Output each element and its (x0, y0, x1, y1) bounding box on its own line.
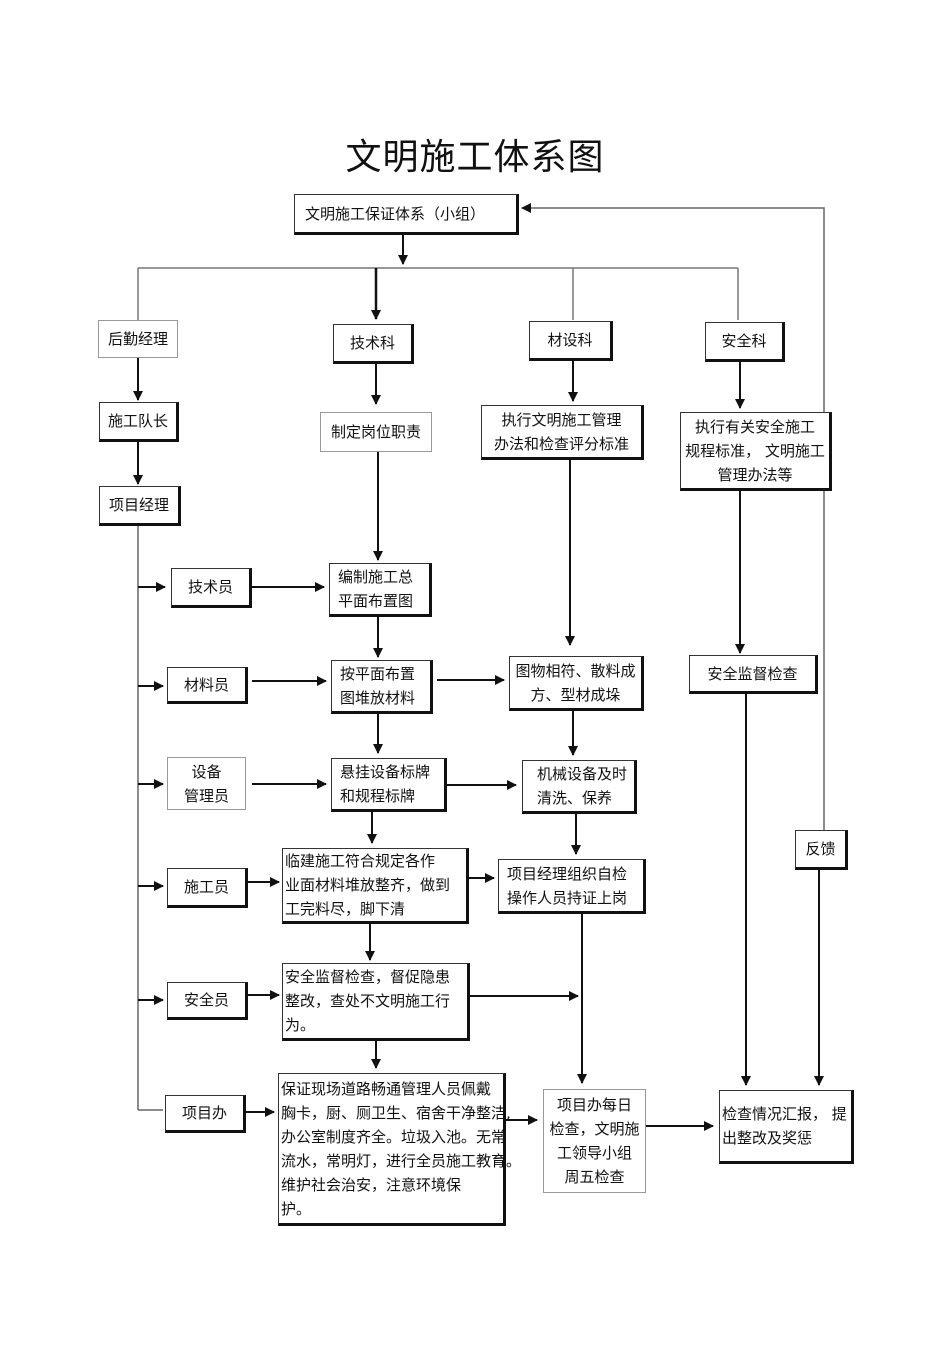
temporary-works-box: 临建施工符合规定各作业面材料堆放整齐，做到工完料尽，脚下清 (282, 848, 469, 924)
job-duties-box: 制定岗位职责 (320, 412, 432, 452)
box-text-line: 按平面布置 (340, 665, 416, 683)
box-text-line: 检查，文明施 (549, 1120, 640, 1138)
box-text-line: 工完料尽，脚下清 (285, 900, 406, 918)
box-text-line: 项目办 (181, 1104, 227, 1122)
logistics-manager-box: 后勤经理 (98, 320, 178, 358)
box-text-line: 规程标准， 文明施工 (685, 441, 825, 460)
box-text-line: 维护社会治安，注意环境保 (281, 1175, 462, 1194)
diagram-title: 文明施工体系图 (345, 137, 605, 178)
box-text-line: 图物相符、散料成 (515, 661, 636, 680)
box-text-line: 为。 (285, 1016, 316, 1034)
box-text-line: 材料员 (183, 675, 229, 694)
technician-box: 技术员 (171, 568, 252, 608)
box-text-line: 出整改及奖惩 (722, 1129, 813, 1147)
box-text-line: 图堆放材料 (340, 689, 416, 707)
hang-signs-box: 悬挂设备标牌和规程标牌 (331, 758, 447, 812)
box-text-line: 施工队长 (107, 412, 168, 430)
box-text-line: 周五检查 (564, 1168, 625, 1186)
box-text-line: 办法和检查评分标准 (493, 434, 629, 453)
box-text-line: 安全监督检查，督促隐患 (285, 968, 451, 986)
stack-materials-box: 按平面布置图堆放材料 (331, 660, 433, 714)
box-text-line: 材设科 (547, 331, 593, 349)
box-text-line: 管理员 (183, 786, 229, 805)
box-text-line: 文明施工保证体系（小组） (305, 204, 486, 223)
box-text-line: 方、型材成垛 (530, 685, 621, 704)
box-text-line: 设备 (191, 762, 222, 781)
safety-supervision-box: 安全监督检查，督促隐患整改，查处不文明施工行为。 (282, 963, 470, 1041)
box-text-line: 技术员 (187, 578, 233, 596)
box-text-line: 机械设备及时 (537, 765, 628, 783)
feedback-box: 反馈 (795, 830, 848, 870)
box-text-line: 安全员 (183, 991, 229, 1009)
box-text-line: 项目经理 (108, 496, 169, 514)
safety-inspection-box: 安全监督检查 (689, 655, 818, 694)
project-manager-box: 项目经理 (99, 486, 181, 526)
box-text-line: 执行文明施工管理 (501, 410, 622, 429)
material-clerk-box: 材料员 (167, 667, 248, 704)
inspection-report-box: 检查情况汇报， 提出整改及奖惩 (719, 1090, 854, 1164)
box-text-line: 项目经理组织自检 (507, 864, 628, 883)
materials-match-box: 图物相符、散料成方、型材成垛 (509, 656, 644, 711)
box-text-line: 施工员 (183, 878, 229, 896)
box-text-line: 后勤经理 (107, 330, 168, 348)
box-text-line: 业面材料堆放整齐，做到 (285, 876, 451, 894)
box-text-line: 整改，查处不文明施工行 (285, 992, 451, 1010)
safety-dept-box: 安全科 (705, 322, 785, 362)
material-dept-box: 材设科 (529, 321, 613, 361)
box-text-line: 项目办每日 (556, 1096, 632, 1114)
box-text-line: 和规程标牌 (340, 787, 416, 805)
guarantee-system-box: 文明施工保证体系（小组） (294, 194, 519, 235)
box-text-line: 临建施工符合规定各作 (285, 852, 436, 870)
construction-worker-box: 施工员 (167, 868, 248, 908)
execute-management-box: 执行文明施工管理办法和检查评分标准 (481, 405, 644, 460)
daily-inspection-box: 项目办每日检查，文明施工领导小组周五检查 (543, 1089, 646, 1193)
equipment-cleaning-box: 机械设备及时清洗、保养 (522, 760, 637, 814)
equipment-manager-box: 设备管理员 (167, 757, 246, 810)
tech-dept-box: 技术科 (333, 324, 414, 364)
box-text-line: 检查情况汇报， 提 (722, 1105, 847, 1123)
box-text-line: 清洗、保养 (537, 789, 613, 807)
team-leader-box: 施工队长 (99, 402, 179, 442)
site-layout-plan-box: 编制施工总平面布置图 (329, 563, 432, 617)
safety-regulations-box: 执行有关安全施工规程标准， 文明施工管理办法等 (680, 412, 832, 491)
box-text-line: 办公室制度齐全。垃圾入池。无常 (281, 1127, 507, 1146)
box-text-line: 执行有关安全施工 (694, 417, 815, 436)
self-inspection-box: 项目经理组织自检操作人员持证上岗 (498, 859, 646, 914)
box-text-line: 保证现场道路畅通管理人员佩戴 (281, 1079, 492, 1098)
box-text-line: 流水，常明灯，进行全员施工教育。 (281, 1151, 522, 1170)
box-text-line: 安全科 (721, 332, 767, 350)
box-text-line: 平面布置图 (338, 592, 414, 610)
box-text-line: 悬挂设备标牌 (340, 763, 431, 781)
box-text-line: 管理办法等 (717, 465, 793, 484)
box-text-line: 技术科 (349, 334, 395, 352)
box-text-line: 制定岗位职责 (330, 423, 421, 441)
site-management-box: 保证现场道路畅通管理人员佩戴胸卡，厨、厕卫生、宿舍干净整洁, 办公室制度齐全。垃圾… (278, 1073, 521, 1226)
box-text-line: 胸卡，厨、厕卫生、宿舍干净整洁, (281, 1103, 511, 1122)
box-text-line: 操作人员持证上岗 (507, 888, 628, 907)
safety-officer-box: 安全员 (167, 982, 248, 1020)
box-text-line: 安全监督检查 (707, 664, 798, 683)
box-text-line: 反馈 (805, 840, 836, 858)
project-office-box: 项目办 (165, 1095, 246, 1133)
box-text-line: 护。 (281, 1199, 312, 1218)
box-text-line: 工领导小组 (556, 1144, 632, 1162)
box-text-line: 编制施工总 (338, 568, 414, 586)
